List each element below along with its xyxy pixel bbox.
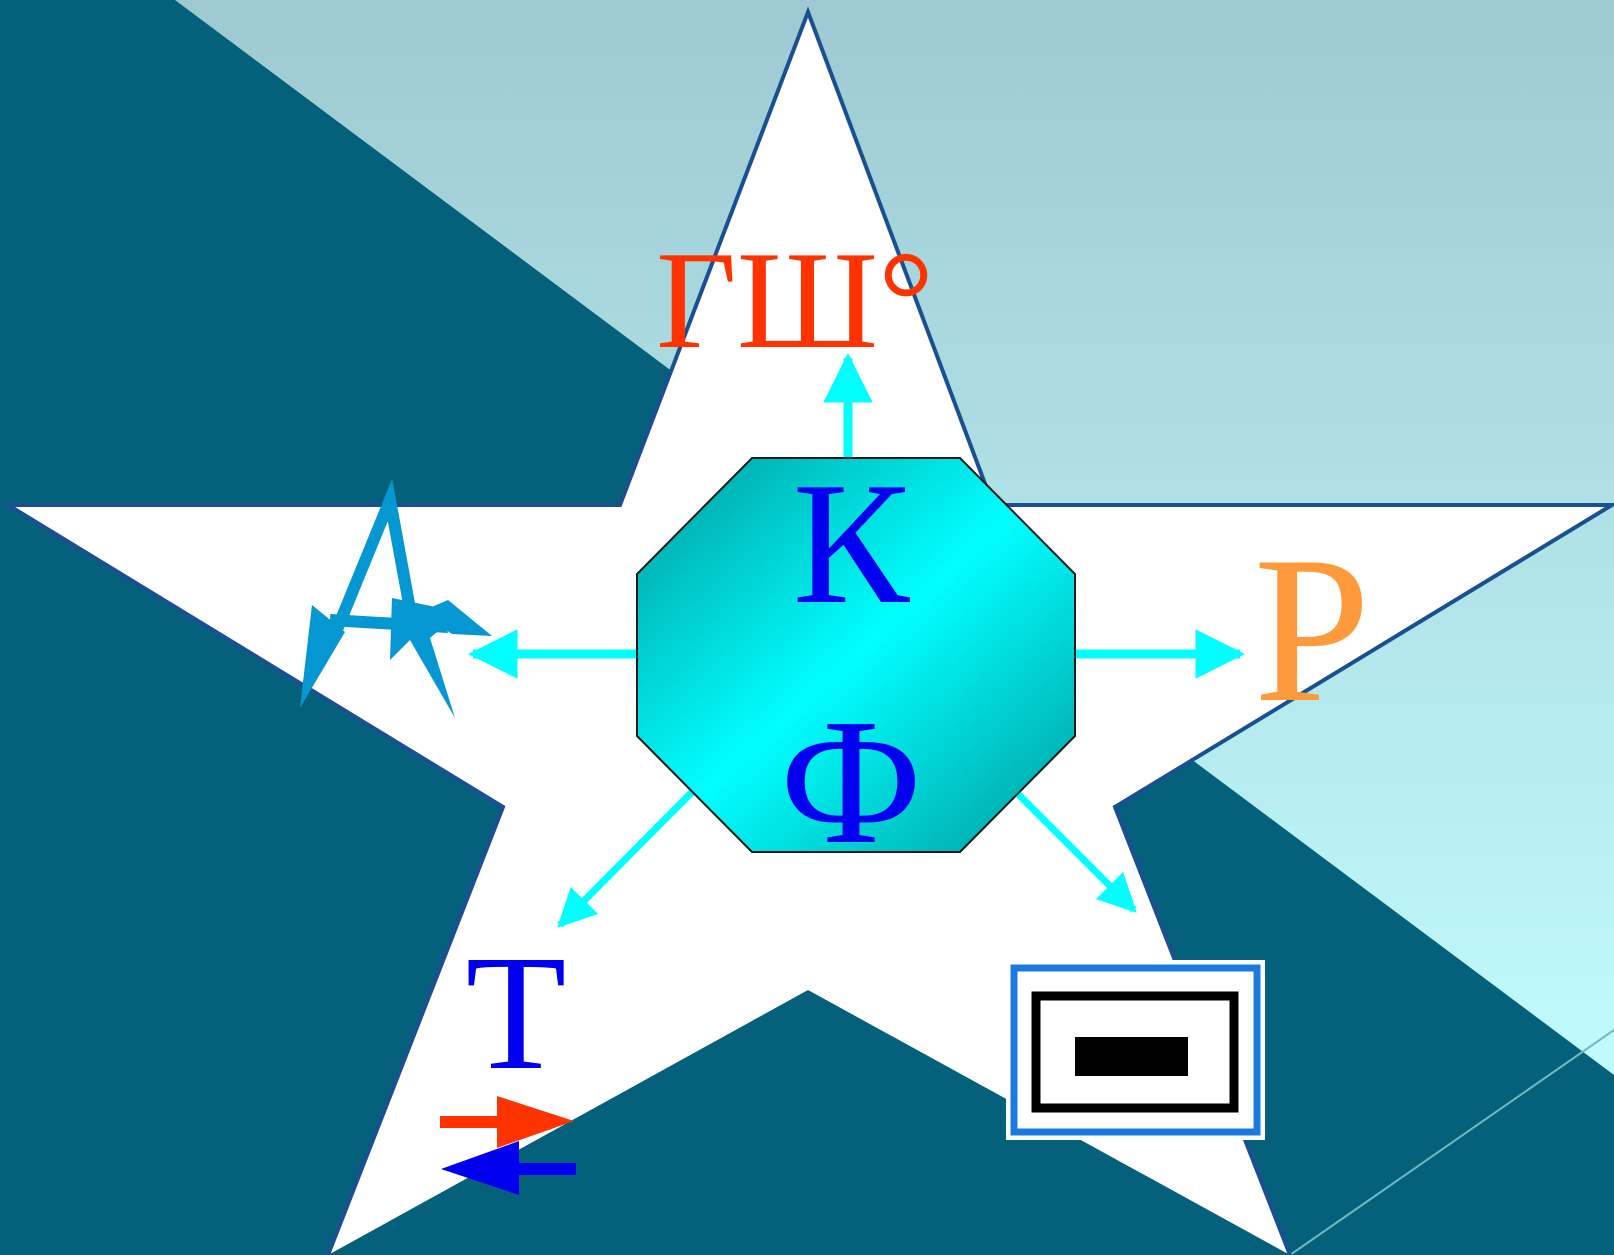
background-diagonal-line [1289,1029,1614,1255]
resistor-symbol-icon [1006,960,1265,1140]
center-top-label: К [793,446,911,640]
star-bottom-notch [328,990,1290,1255]
stacked-a-letters-icon [300,478,492,718]
opposite-arrows-icon [440,1096,576,1195]
arrow-down-right [1013,789,1137,913]
bottom-left-label: Т [466,921,567,1104]
right-label: Р [1254,514,1371,746]
top-label: ГШ° [656,223,934,378]
center-octagon [636,457,1076,853]
center-bottom-label: Ф [780,682,922,881]
arrow-down-left [557,789,695,928]
